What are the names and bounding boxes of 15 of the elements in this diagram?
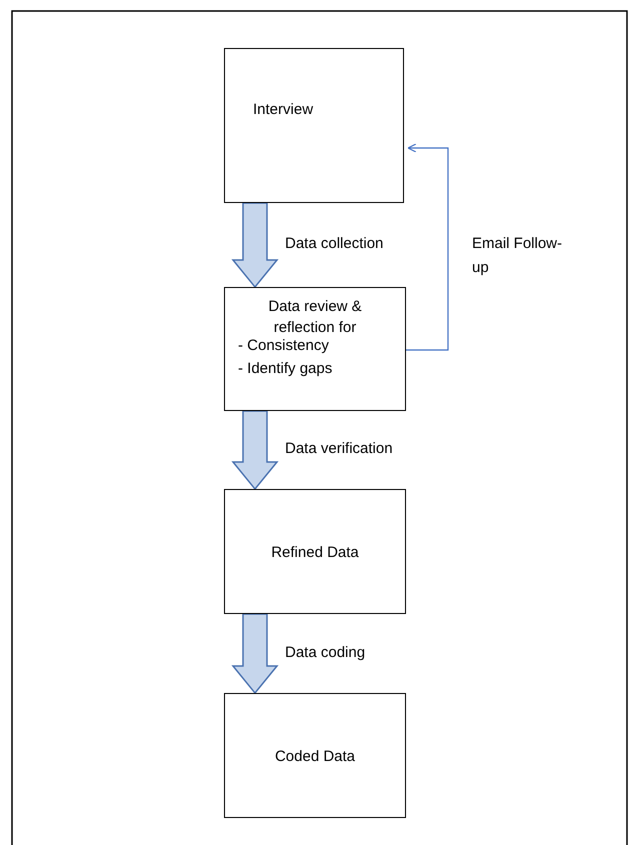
block-arrow (231, 613, 279, 694)
process-box (224, 489, 406, 614)
block-arrow (231, 410, 279, 490)
list-item: - Consistency (238, 337, 329, 354)
process-box (224, 693, 406, 818)
block-arrow (231, 202, 279, 288)
box-label: Coded Data (274, 747, 356, 767)
edge-label: Data coding (285, 644, 366, 660)
box-label: Refined Data (270, 543, 360, 563)
feedback-arrow (406, 143, 449, 351)
box-label: Data review & reflection for (267, 297, 363, 338)
process-box (224, 287, 406, 411)
box-label: Interview (253, 101, 314, 118)
list-item: - Identify gaps (238, 360, 332, 377)
process-box (224, 48, 404, 203)
